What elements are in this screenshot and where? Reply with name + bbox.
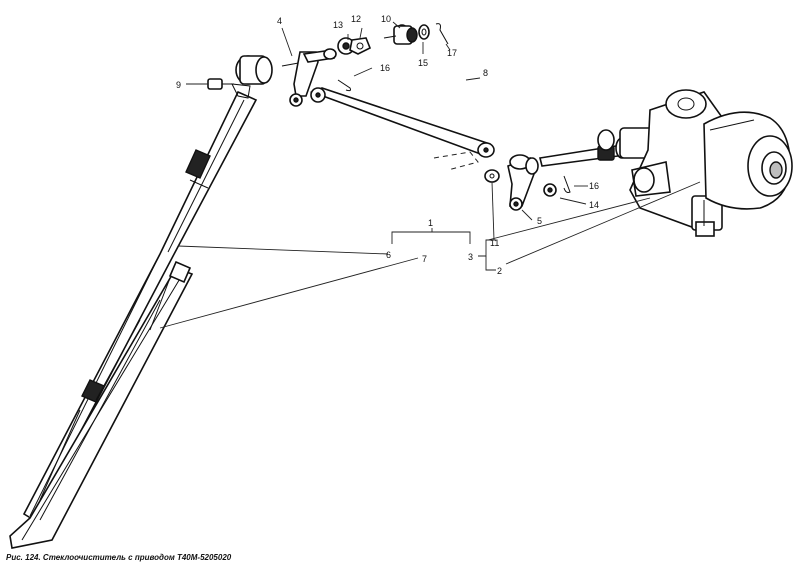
crank-5 — [507, 154, 539, 211]
cotter-16-lower — [563, 175, 571, 193]
cotter-17 — [435, 23, 449, 45]
leader-lines — [159, 21, 701, 329]
callout-8: 8 — [483, 68, 488, 78]
electric-motor — [703, 111, 793, 210]
callout-4: 4 — [277, 16, 282, 26]
callout-9: 9 — [176, 80, 181, 90]
callout-14: 14 — [589, 200, 599, 210]
link-rod-8 — [309, 87, 495, 158]
callout-15: 15 — [418, 58, 428, 68]
bushing-10 — [383, 24, 418, 45]
gearbox-housing — [629, 89, 725, 237]
callout-16-lower: 16 — [589, 181, 599, 191]
washer-12 — [349, 37, 372, 55]
wiper-blade — [9, 260, 194, 549]
washer-14 — [543, 183, 557, 197]
callout-12: 12 — [351, 14, 361, 24]
callout-13: 13 — [333, 20, 343, 30]
callout-5: 5 — [537, 216, 542, 226]
cotter-16-upper — [337, 79, 351, 92]
callout-16-upper: 16 — [380, 63, 390, 73]
callout-7: 7 — [422, 254, 427, 264]
arm-pivot-boss — [231, 55, 273, 99]
washer-15 — [418, 24, 430, 40]
callout-1: 1 — [428, 218, 433, 228]
callout-10: 10 — [381, 14, 391, 24]
figure-caption: Рис. 124. Стеклоочиститель с приводом Т4… — [6, 553, 232, 562]
callout-2: 2 — [497, 266, 502, 276]
callout-labels: 4 13 12 10 15 17 16 9 8 16 14 5 1 11 6 3… — [176, 14, 599, 276]
alignment-dashed-line — [433, 151, 479, 171]
lever-4 — [281, 48, 337, 107]
callout-6: 6 — [386, 250, 391, 260]
callout-11: 11 — [490, 238, 499, 248]
drive-shaft — [539, 127, 661, 167]
nut-11 — [484, 169, 500, 183]
callout-17: 17 — [447, 48, 457, 58]
bolt-9 — [207, 78, 234, 90]
wiper-arm — [22, 90, 258, 522]
callout-3: 3 — [468, 252, 473, 262]
